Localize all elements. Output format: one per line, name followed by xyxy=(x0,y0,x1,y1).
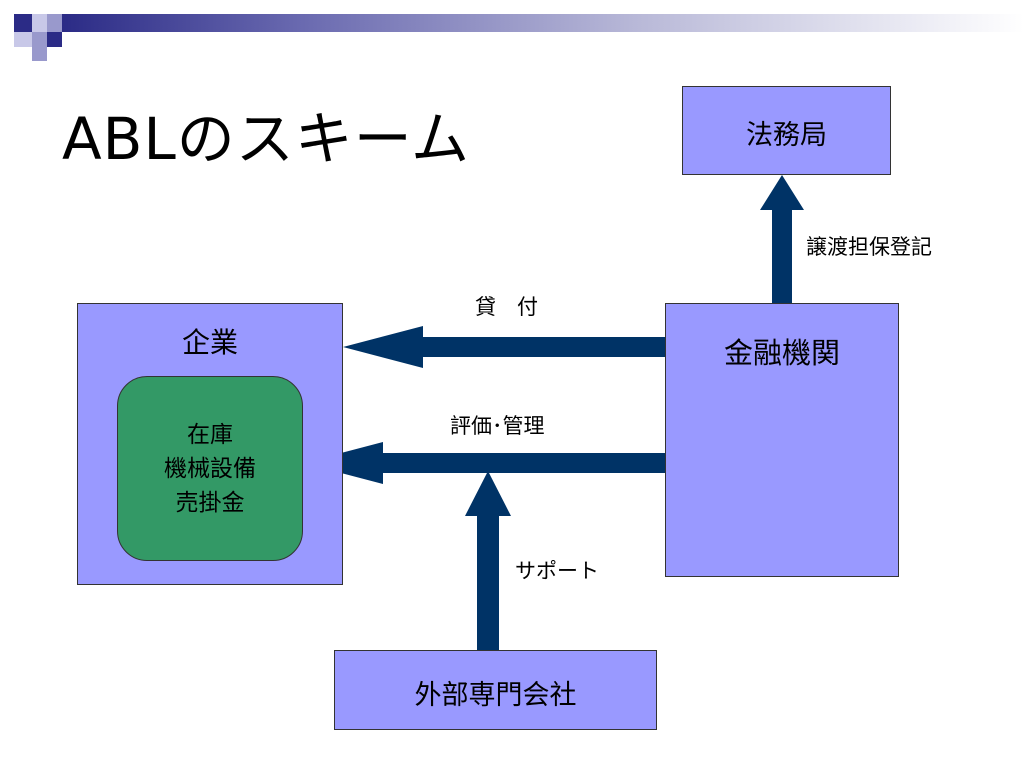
deco-square xyxy=(32,32,47,47)
arrow-loan xyxy=(343,326,666,368)
arrow-evaluation xyxy=(303,442,666,484)
collateral-assets-box: 在庫 機械設備 売掛金 xyxy=(117,376,303,561)
page-title: ABLのスキーム xyxy=(62,105,471,173)
company-label: 企業 xyxy=(181,326,238,359)
deco-square xyxy=(47,32,62,47)
deco-square xyxy=(14,32,32,47)
legal-affairs-bureau-label: 法務局 xyxy=(746,120,827,151)
evaluation-management-label: 評価･管理 xyxy=(450,414,545,438)
asset-item: 在庫 xyxy=(187,421,233,448)
financial-institution-box: 金融機関 xyxy=(665,303,899,577)
header-gradient-bar xyxy=(62,14,1024,32)
external-specialist-label: 外部専門会社 xyxy=(414,680,577,711)
legal-affairs-bureau-box: 法務局 xyxy=(682,86,891,175)
support-label: サポート xyxy=(515,559,599,583)
arrow-support xyxy=(465,471,511,650)
asset-item: 機械設備 xyxy=(164,455,256,482)
deco-square xyxy=(14,14,32,32)
deco-square xyxy=(32,14,47,32)
financial-institution-label: 金融機関 xyxy=(723,336,840,370)
loan-label: 貸 付 xyxy=(475,295,538,319)
deco-square xyxy=(47,14,62,32)
external-specialist-box: 外部専門会社 xyxy=(334,650,657,730)
transfer-security-registration-label: 譲渡担保登記 xyxy=(806,235,932,259)
deco-square xyxy=(32,47,47,61)
arrow-registration xyxy=(760,175,804,303)
asset-item: 売掛金 xyxy=(175,489,245,516)
